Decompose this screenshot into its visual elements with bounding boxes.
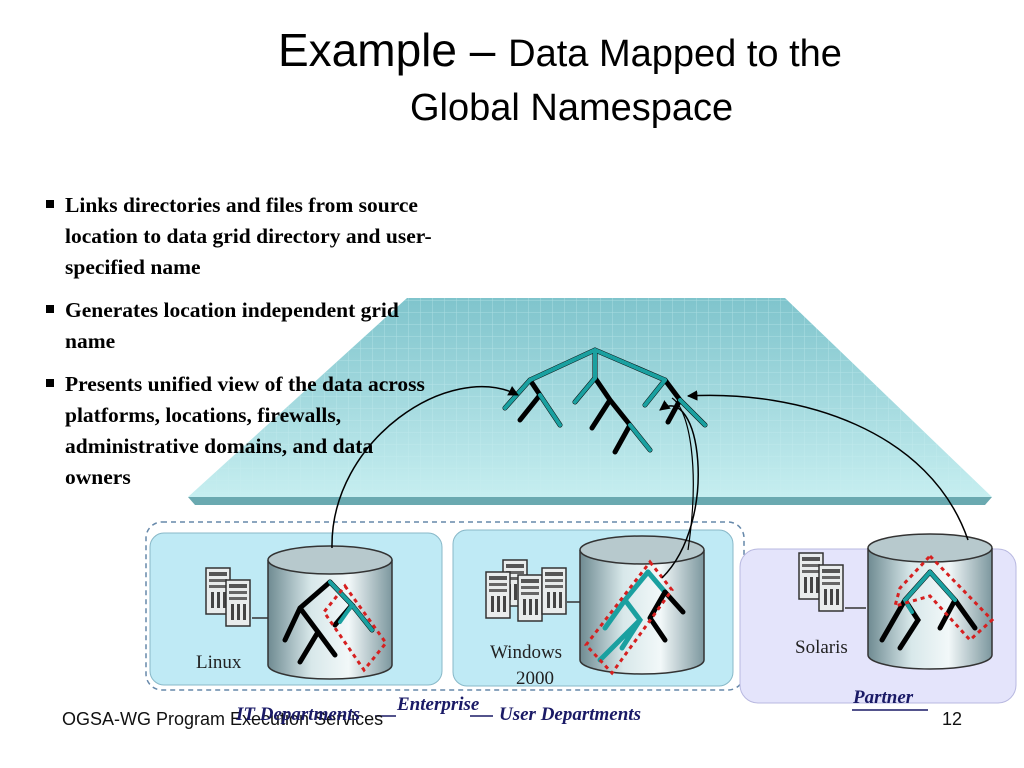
page-number: 12 — [942, 709, 963, 729]
global-namespace-plane — [188, 298, 992, 505]
bullet-text: Generates location independent grid name — [65, 298, 399, 353]
bullet-square-icon — [46, 379, 54, 387]
windows-server-icon — [485, 559, 580, 622]
bullet-text: Presents unified view of the data across… — [65, 372, 425, 489]
windows-database-icon — [579, 535, 705, 676]
solaris-label: Solaris — [795, 637, 848, 658]
bullet-text: Links directories and files from source … — [65, 193, 432, 279]
solaris-database-icon — [867, 533, 995, 670]
windows-version-label: 2000 — [516, 668, 554, 689]
bullet-item: Generates location independent grid name — [44, 295, 434, 357]
windows-label: Windows — [490, 642, 563, 663]
bullet-square-icon — [46, 305, 54, 313]
it-departments-caption: IT Departments — [236, 704, 361, 725]
title-line-1: Example – Data Mapped to the — [278, 24, 842, 80]
windows-to-namespace-arrow-icon — [659, 400, 699, 579]
linux-database-icon — [267, 545, 393, 680]
title-prefix: Example – — [278, 24, 496, 76]
linux-to-namespace-arrow-icon — [331, 385, 519, 549]
solaris-server-icon — [798, 552, 866, 612]
solaris-to-namespace-arrow-icon — [686, 390, 969, 541]
title-line-2: Global Namespace — [410, 87, 734, 129]
mapping-arrows — [331, 385, 969, 579]
bullet-item: Links directories and files from source … — [44, 190, 434, 283]
linux-label: Linux — [196, 652, 242, 673]
bullet-square-icon — [46, 200, 54, 208]
windows-loop-arrow-icon — [671, 397, 694, 551]
title-rest: Data Mapped to the — [508, 33, 842, 75]
bullet-item: Presents unified view of the data across… — [44, 369, 434, 493]
user-departments-caption: User Departments — [499, 704, 641, 725]
linux-server-icon — [205, 567, 268, 627]
bullet-list: Links directories and files from source … — [44, 190, 434, 505]
partner-caption: Partner — [853, 687, 914, 708]
footer-text: OGSA-WG Program Execution Services — [62, 709, 384, 729]
enterprise-caption: Enterprise — [397, 694, 480, 715]
